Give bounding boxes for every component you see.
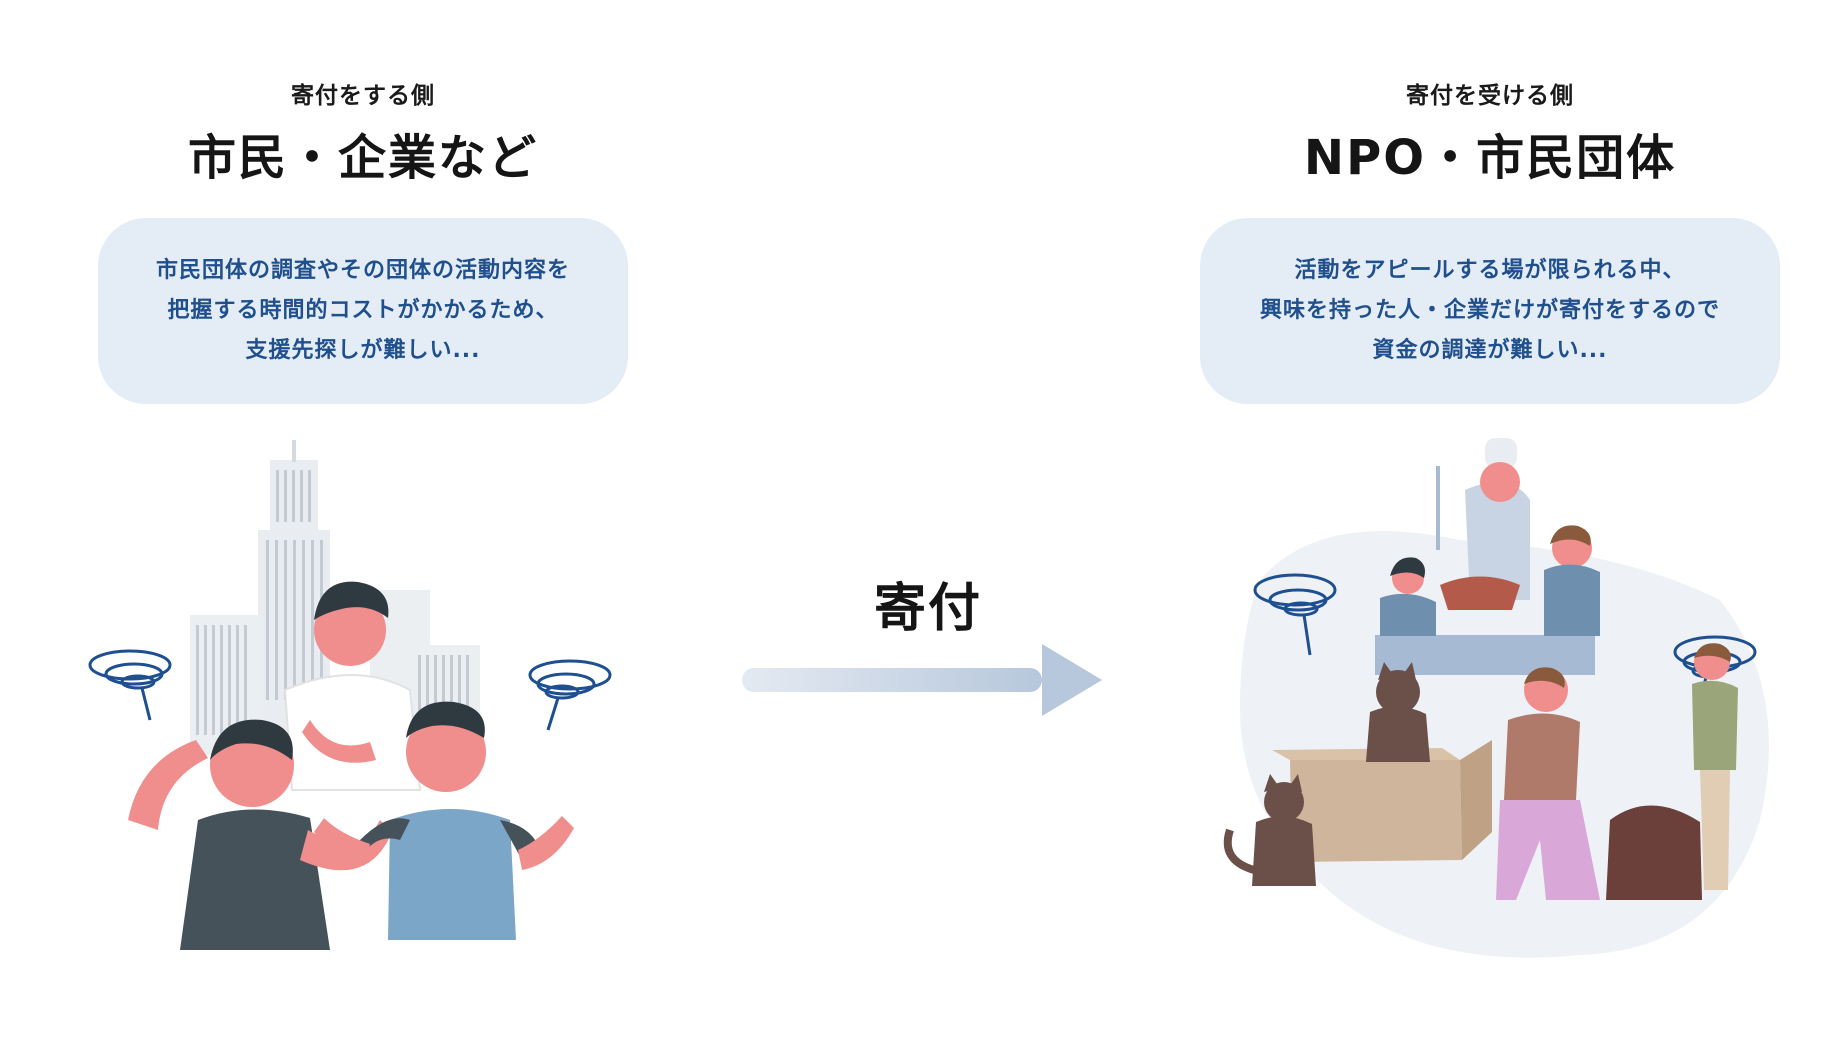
recipient-problem-line-3: 資金の調達が難しい... (1372, 338, 1608, 363)
confusion-swirl-icon (528, 659, 612, 731)
donor-problem-line-2: 把握する時間的コストがかかるため、 (167, 298, 559, 323)
recipient-problem-bubble: 活動をアピールする場が限られる中、 興味を持った人・企業だけが寄付をするので 資… (1200, 218, 1780, 404)
volunteers-collecting-icon (1496, 643, 1738, 900)
soup-kitchen-icon (1375, 438, 1600, 675)
worried-woman-icon (128, 719, 392, 950)
shrugging-man-icon (314, 701, 574, 940)
donor-side-subtitle: 寄付をする側 (291, 83, 435, 109)
recipient-side-subtitle: 寄付を受ける側 (1406, 83, 1574, 109)
recipient-problem-line-2: 興味を持った人・企業だけが寄付をするので (1259, 298, 1720, 323)
recipient-side-title: NPO・市民団体 (1303, 130, 1677, 186)
worried-citizens-illustration (88, 440, 612, 950)
npo-activities-illustration (1223, 438, 1769, 958)
cats-in-box-icon (1223, 662, 1492, 886)
donor-side-title: 市民・企業など (187, 130, 538, 186)
donation-arrow-label: 寄付 (873, 579, 982, 639)
donor-problem-bubble: 市民団体の調査やその団体の活動内容を 把握する時間的コストがかかるため、 支援先… (98, 218, 628, 404)
recipient-problem-line-1: 活動をアピールする場が限られる中、 (1294, 258, 1686, 283)
donor-problem-line-1: 市民団体の調査やその団体の活動内容を (155, 258, 570, 283)
confusion-swirl-icon (88, 649, 172, 721)
thinking-man-icon (283, 581, 422, 791)
right-arrow-icon (742, 644, 1102, 716)
confusion-swirl-icon (1253, 573, 1337, 656)
donor-problem-line-3: 支援先探しが難しい... (245, 338, 481, 363)
